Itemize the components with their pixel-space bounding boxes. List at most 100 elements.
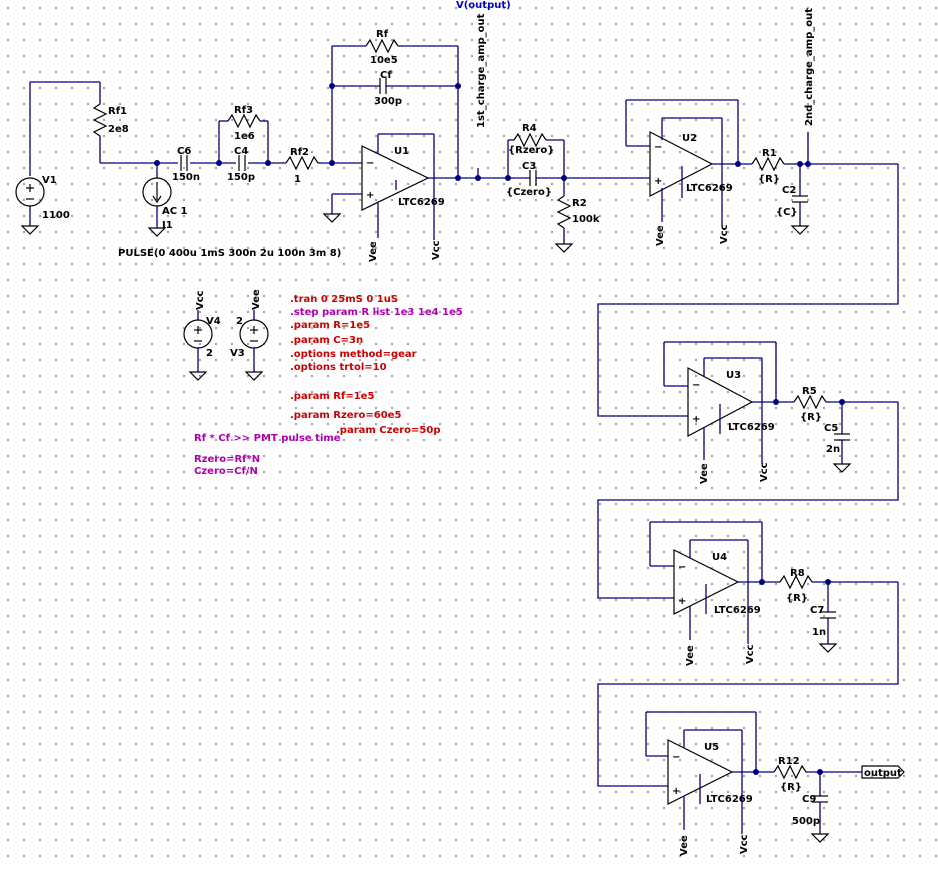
c2-capacitor[interactable]: C2 {C} <box>776 164 810 235</box>
cf-name: Cf <box>380 70 392 81</box>
c5-name: C5 <box>824 423 838 434</box>
c4-capacitor[interactable]: C4 150p <box>227 146 255 183</box>
r2-value: 100k <box>572 214 600 225</box>
u1-part: LTC6269 <box>398 197 445 208</box>
c5-value: 2n <box>826 444 840 455</box>
r2-name: R2 <box>572 198 587 209</box>
c9-capacitor[interactable]: C9 500p <box>792 772 830 843</box>
r5-name: R5 <box>802 386 817 397</box>
i1-ac: AC 1 <box>162 206 188 217</box>
c7-value: 1n <box>812 627 826 638</box>
r8-name: R8 <box>790 568 805 579</box>
u1-opamp[interactable]: − + U1 LTC6269 Vee Vcc <box>322 133 445 262</box>
u1-vcc: Vcc <box>431 240 442 260</box>
comment-pulse-time[interactable]: Rf * Cf >> PMT pulse time <box>194 433 341 444</box>
c5-capacitor[interactable]: C5 2n <box>824 402 852 473</box>
svg-text:+: + <box>672 786 680 797</box>
rf2-resistor[interactable]: Rf2 1 <box>285 147 319 185</box>
u3-vcc: Vcc <box>759 462 770 482</box>
u3-part: LTC6269 <box>728 422 775 433</box>
svg-text:−: − <box>692 380 700 391</box>
r4-resistor[interactable]: R4 {Rzero} <box>507 123 565 178</box>
r12-resistor[interactable]: R12 {R} <box>773 756 807 793</box>
u2-opamp[interactable]: − + U2 LTC6269 Vee Vcc <box>625 99 739 246</box>
c9-name: C9 <box>802 794 816 805</box>
c3-capacitor[interactable]: C3 {Czero} <box>506 161 650 198</box>
u5-vcc: Vcc <box>739 834 750 854</box>
u4-vee: Vee <box>685 645 696 666</box>
rf1-value: 2e8 <box>108 124 129 135</box>
i1-source[interactable]: AC 1 I1 <box>142 163 188 237</box>
u2-vee: Vee <box>655 225 666 246</box>
r12-name: R12 <box>778 756 800 767</box>
u5-name: U5 <box>704 742 719 753</box>
u1-name: U1 <box>394 146 409 157</box>
svg-text:−: − <box>366 158 374 169</box>
c3-value: {Czero} <box>506 187 552 198</box>
rf3-name: Rf3 <box>234 105 253 116</box>
header-label: V(output) <box>456 0 511 11</box>
r5-resistor[interactable]: R5 {R} <box>793 386 827 423</box>
output-port-label: output <box>864 768 902 779</box>
r4-value: {Rzero} <box>508 145 554 156</box>
c7-name: C7 <box>810 605 824 616</box>
u4-part: LTC6269 <box>714 605 761 616</box>
directive-param-czero[interactable]: .param Czero=50p <box>336 425 440 436</box>
r5-value: {R} <box>800 412 822 423</box>
c4-name: C4 <box>234 146 248 157</box>
v4-source[interactable]: Vcc V4 2 <box>183 290 221 381</box>
c2-name: C2 <box>782 185 796 196</box>
rf-value: 10e5 <box>370 55 398 66</box>
v1-source[interactable]: V1 1100 <box>15 81 100 235</box>
r2-resistor[interactable]: R2 100k <box>554 178 600 253</box>
i1-name: I1 <box>162 220 173 231</box>
v3-value: 2 <box>236 316 243 327</box>
v4-value: 2 <box>206 348 213 359</box>
net-second-charge-amp-out[interactable]: 2nd_charge_amp_out <box>804 8 815 126</box>
svg-text:+: + <box>678 596 686 607</box>
comment-czero[interactable]: Czero=Cf/N <box>194 466 258 477</box>
directive-options-trtol[interactable]: .options trtol=10 <box>290 362 387 373</box>
directive-tran[interactable]: .tran 0 25mS 0 1uS <box>290 294 398 305</box>
cf-capacitor[interactable]: Cf 300p <box>329 70 461 107</box>
u4-opamp[interactable]: − + U4 LTC6269 Vee Vcc <box>649 521 763 666</box>
directive-param-rf[interactable]: .param Rf=1e5 <box>290 391 374 402</box>
directive-param-rzero[interactable]: .param Rzero=60e5 <box>290 410 401 421</box>
r8-resistor[interactable]: R8 {R} <box>779 568 813 604</box>
v4-vcc: Vcc <box>195 290 206 310</box>
u4-name: U4 <box>712 552 727 563</box>
directive-step[interactable]: .step param R list 1e3 1e4 1e5 <box>290 307 463 318</box>
u3-name: U3 <box>726 370 741 381</box>
r4-name: R4 <box>522 123 537 134</box>
u3-opamp[interactable]: − + U3 LTC6269 Vee Vcc <box>663 341 777 484</box>
r1-name: R1 <box>762 148 777 159</box>
rf3-resistor[interactable]: Rf3 1e6 <box>218 105 269 163</box>
v3-name: V3 <box>230 348 245 359</box>
c6-capacitor[interactable]: C6 150n <box>172 146 200 183</box>
c7-capacitor[interactable]: C7 1n <box>810 582 838 653</box>
pulse-spec: PULSE(0 400u 1mS 300n 2u 100n 3m 8) <box>118 248 341 259</box>
u1-vee: Vee <box>368 241 379 262</box>
v3-source[interactable]: Vee 2 V3 <box>230 289 269 381</box>
directive-options-method[interactable]: .options method=gear <box>290 349 417 360</box>
directive-param-c[interactable]: .param C=3n <box>290 335 363 346</box>
rf-resistor[interactable]: Rf 10e5 <box>331 29 459 178</box>
r8-value: {R} <box>786 593 808 604</box>
comment-rzero[interactable]: Rzero=Rf*N <box>194 454 260 465</box>
u4-vcc: Vcc <box>745 644 756 664</box>
rf1-name: Rf1 <box>108 106 127 117</box>
u2-name: U2 <box>682 133 697 144</box>
r1-resistor[interactable]: R1 {R} <box>751 148 785 185</box>
svg-text:+: + <box>366 190 374 201</box>
u5-part: LTC6269 <box>706 794 753 805</box>
c6-name: C6 <box>177 146 191 157</box>
output-port[interactable]: output <box>861 765 905 779</box>
net-first-charge-amp-out[interactable]: 1st_charge_amp_out <box>476 13 487 128</box>
u2-part: LTC6269 <box>686 183 733 194</box>
spice-directives: .tran 0 25mS 0 1uS .step param R list 1e… <box>194 294 463 477</box>
rf1-resistor[interactable]: Rf1 2e8 <box>92 82 129 163</box>
svg-text:−: − <box>672 752 680 763</box>
directive-param-r[interactable]: .param R=1e5 <box>290 320 370 331</box>
r1-value: {R} <box>758 174 780 185</box>
u5-opamp[interactable]: − + U5 LTC6269 Vee Vcc <box>645 711 757 856</box>
